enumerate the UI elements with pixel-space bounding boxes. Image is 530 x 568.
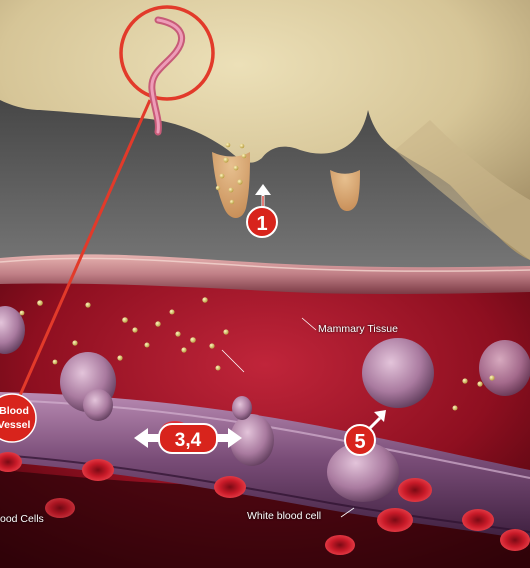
tissue-membrane: [0, 254, 530, 294]
step-3-4-number: 3,4: [175, 430, 202, 451]
step-3-4-marker: 3,4: [134, 423, 242, 454]
white-blood-cells: [0, 306, 530, 502]
blood-vessel-label-2: Vessel: [0, 419, 30, 431]
blood-cells-label: ood Cells: [0, 513, 44, 525]
udder: [0, 0, 530, 260]
blood-vessel-label-1: Blood: [0, 405, 29, 417]
step-1-number: 1: [256, 213, 267, 235]
leader-lines: [221, 317, 355, 518]
tissue-bacteria: [19, 297, 495, 411]
right-teat: [330, 170, 360, 212]
blood-vessel-callout: Blood Vessel: [0, 393, 37, 443]
teat-bacteria: [215, 142, 247, 205]
step-1-marker: 1: [246, 184, 278, 238]
magnifier-callout: [16, 5, 215, 401]
mammary-tissue-label: Mammary Tissue: [318, 323, 398, 335]
step-5-number: 5: [354, 431, 365, 453]
white-blood-cell-label: White blood cell: [247, 510, 322, 522]
step-5-marker: 5: [344, 410, 386, 456]
left-teat: [212, 152, 250, 218]
